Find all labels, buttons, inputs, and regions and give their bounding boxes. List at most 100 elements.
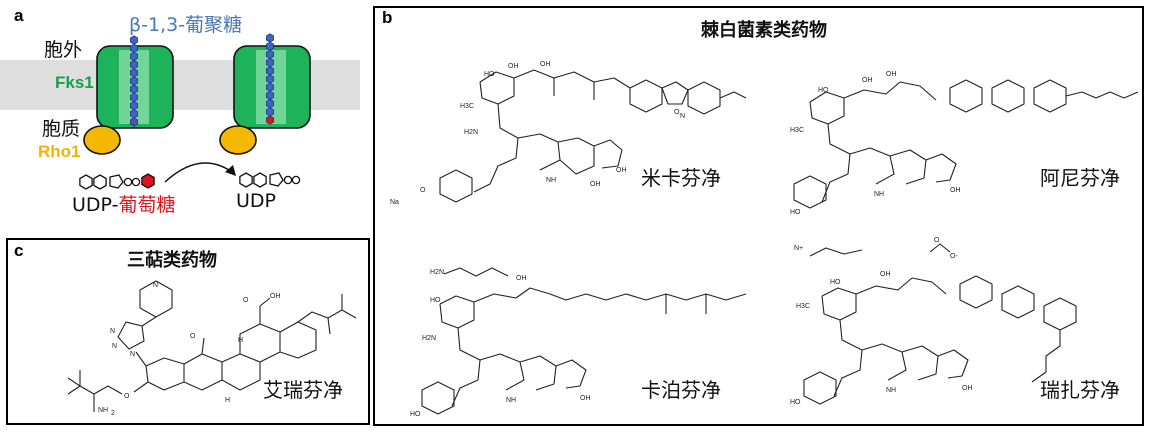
svg-text:OH: OH — [616, 167, 627, 174]
glucose-unit-icon — [266, 57, 274, 68]
svg-text:O: O — [243, 297, 249, 304]
svg-text:O: O — [124, 393, 130, 400]
glucose-unit-icon — [266, 33, 274, 43]
glucose-unit-icon — [130, 84, 138, 94]
glucose-unit-icon — [266, 66, 274, 76]
nucleotide-ring-icon — [93, 174, 107, 190]
svg-text:2: 2 — [111, 410, 115, 417]
svg-text:OH: OH — [516, 275, 527, 282]
glucose-icon — [141, 173, 155, 189]
rho1-label: Rho1 — [38, 142, 81, 161]
svg-text:NH: NH — [874, 191, 884, 198]
svg-text:OH: OH — [950, 187, 961, 194]
fks1-label: Fks1 — [55, 73, 94, 92]
svg-text:O: O — [674, 109, 680, 116]
udp-label: UDP — [236, 190, 276, 212]
extracellular-label: 胞外 — [44, 39, 83, 61]
svg-text:H2N: H2N — [430, 269, 444, 276]
ribose-ring-icon — [269, 172, 284, 187]
svg-text:HO: HO — [410, 411, 421, 418]
glucose-unit-icon — [130, 59, 138, 70]
svg-text:H: H — [238, 337, 243, 344]
svg-text:OH: OH — [880, 271, 891, 278]
nucleotide-ring-icon — [253, 172, 267, 188]
svg-text:HO: HO — [790, 209, 801, 216]
glucose-unit-icon — [130, 117, 138, 127]
rho1-left — [83, 125, 121, 155]
glucan-label: β-1,3-葡聚糖 — [129, 14, 243, 36]
phosphate-icon — [283, 175, 293, 185]
svg-text:N: N — [110, 328, 115, 335]
svg-text:OH: OH — [508, 63, 519, 70]
svg-text:HO: HO — [818, 87, 829, 94]
ibrexafungerp-name: 艾瑞芬净 — [263, 378, 343, 402]
glucose-unit-icon — [130, 109, 138, 119]
membrane-diagram — [0, 33, 360, 190]
svg-text:OH: OH — [540, 61, 551, 68]
caspofungin-name: 卡泊芬净 — [641, 378, 721, 402]
svg-text:HO: HO — [790, 399, 801, 406]
glucan-chain-left — [130, 35, 138, 127]
udp-icon — [239, 172, 301, 188]
glucose-unit-icon — [130, 68, 138, 78]
svg-text:OH: OH — [862, 77, 873, 84]
glucose-unit-icon — [130, 76, 138, 86]
panel-c-letter: c — [14, 241, 24, 260]
svg-text:H2N: H2N — [464, 129, 478, 136]
reaction-arrow — [164, 162, 233, 183]
svg-text:N: N — [130, 351, 135, 358]
glucose-unit-icon — [130, 100, 138, 111]
svg-text:H: H — [225, 397, 230, 404]
glucose-unit-icon — [266, 41, 274, 51]
glucose-unit-icon — [130, 43, 138, 53]
glucose-unit-icon — [266, 107, 274, 117]
svg-text:OH: OH — [580, 395, 591, 402]
rho1-right — [219, 125, 257, 155]
svg-text:HO: HO — [430, 297, 441, 304]
rezafungin-name: 瑞扎芬净 — [1040, 378, 1120, 402]
svg-text:OH: OH — [270, 293, 281, 300]
ribose-ring-icon — [109, 174, 124, 189]
cytoplasm-label: 胞质 — [42, 118, 81, 140]
glucose-word: 葡萄糖 — [118, 194, 176, 216]
panel-b-letter: b — [382, 8, 393, 27]
udp-prefix: UDP- — [72, 194, 119, 216]
phosphate-icon — [123, 177, 133, 187]
svg-text:N: N — [112, 343, 117, 350]
svg-text:H3C: H3C — [460, 103, 474, 110]
nucleotide-ring-icon — [79, 174, 93, 190]
panel-c-title: 三萜类药物 — [127, 250, 217, 271]
svg-text:HO: HO — [830, 279, 841, 286]
phosphate-icon — [131, 177, 141, 187]
svg-text:OH: OH — [886, 71, 897, 78]
glucose-unit-icon — [130, 35, 138, 45]
panel-c-box — [6, 238, 370, 425]
anidulafungin-structure: HO OH OH H3C NH OH HO — [790, 71, 1139, 216]
svg-text:HO: HO — [484, 71, 495, 78]
svg-text:O: O — [420, 187, 426, 194]
svg-text:H3C: H3C — [796, 303, 810, 310]
svg-text:O: O — [934, 237, 940, 244]
panel-b-title: 棘白菌素类药物 — [701, 20, 827, 41]
svg-text:NH: NH — [98, 407, 108, 414]
svg-text:OH: OH — [590, 181, 601, 188]
glucose-unit-icon — [266, 74, 274, 84]
svg-text:OH: OH — [962, 385, 973, 392]
phosphate-icon — [291, 175, 301, 185]
svg-text:Na: Na — [390, 199, 399, 206]
svg-text:N: N — [680, 113, 685, 120]
svg-text:NH: NH — [506, 397, 516, 404]
panel-a-letter: a — [14, 6, 24, 25]
glucose-unit-icon — [266, 115, 274, 125]
micafungin-name: 米卡芬净 — [641, 166, 721, 190]
glucose-unit-icon — [266, 49, 274, 60]
svg-text:H3C: H3C — [790, 127, 804, 134]
glucose-unit-icon — [266, 90, 274, 101]
glucose-unit-icon — [130, 51, 138, 62]
glucose-unit-icon — [266, 82, 274, 92]
svg-text:O: O — [190, 333, 196, 340]
